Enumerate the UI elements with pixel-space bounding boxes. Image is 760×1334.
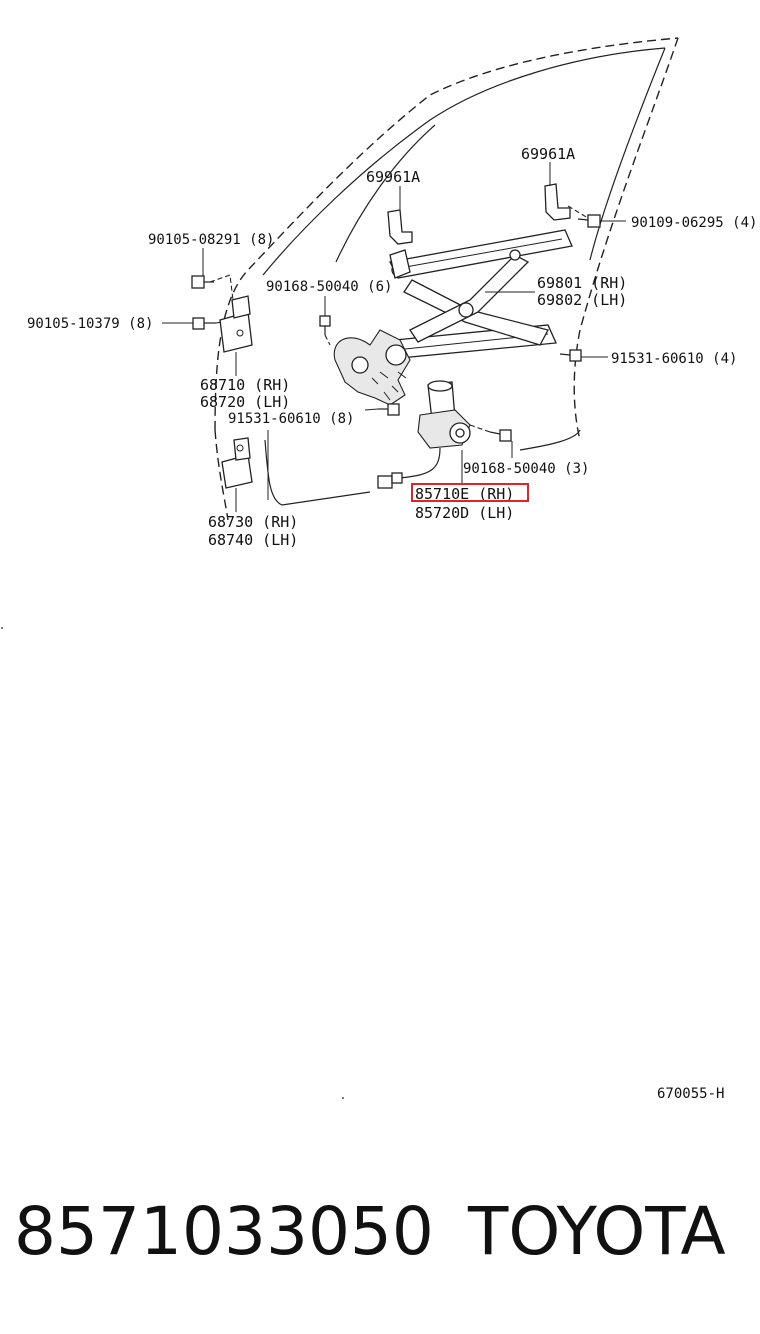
part-number: 8571033050	[14, 1193, 434, 1270]
bolt-90168-lower	[489, 429, 512, 442]
drawing-code: 670055-H	[657, 1086, 724, 1102]
label-68740[interactable]: 68740 (LH)	[208, 531, 298, 549]
bolt-90168-upper	[319, 315, 331, 335]
label-90168-50040-upper[interactable]: 90168-50040 (6)	[266, 279, 392, 295]
label-68720[interactable]: 68720 (LH)	[200, 393, 290, 411]
label-69802[interactable]: 69802 (LH)	[537, 291, 627, 309]
label-69961a-top[interactable]: 69961A	[521, 145, 575, 163]
bolt-90109	[577, 214, 601, 228]
label-90168-50040-lower[interactable]: 90168-50040 (3)	[463, 461, 589, 477]
callout-labels: 69961A 69961A 90109-06295 (4) 90105-0829…	[27, 145, 757, 549]
bolt-91531-right	[559, 349, 582, 362]
bolt-90105-08291	[191, 275, 214, 289]
scan-dot	[342, 1097, 344, 1099]
highlight-box	[411, 483, 529, 502]
label-68730[interactable]: 68730 (RH)	[208, 513, 298, 531]
bolts	[191, 214, 601, 442]
hinge-upper	[219, 295, 253, 353]
leader-lines	[162, 162, 626, 512]
window-regulator	[333, 229, 573, 406]
label-90109-06295[interactable]: 90109-06295 (4)	[631, 215, 757, 231]
brand-name: TOYOTA	[468, 1193, 726, 1270]
label-68710[interactable]: 68710 (RH)	[200, 376, 290, 394]
label-90105-10379[interactable]: 90105-10379 (8)	[27, 316, 153, 332]
bracket-69961a-top	[544, 183, 571, 221]
label-69961a-left[interactable]: 69961A	[366, 168, 420, 186]
bolt-91531-left	[378, 403, 400, 416]
label-91531-60610-left[interactable]: 91531-60610 (8)	[228, 411, 354, 427]
label-69801[interactable]: 69801 (RH)	[537, 274, 627, 292]
scan-dot	[1, 627, 3, 629]
label-90105-08291[interactable]: 90105-08291 (8)	[148, 232, 274, 248]
window-motor	[377, 380, 471, 489]
hinge-lower	[221, 437, 253, 489]
label-91531-60610-right[interactable]: 91531-60610 (4)	[611, 351, 737, 367]
label-85720d[interactable]: 85720D (LH)	[415, 504, 514, 522]
bracket-69961a-left	[387, 209, 413, 245]
label-85710e-highlighted[interactable]: 85710E (RH)	[415, 485, 514, 503]
bolt-90105-10379	[192, 317, 216, 330]
